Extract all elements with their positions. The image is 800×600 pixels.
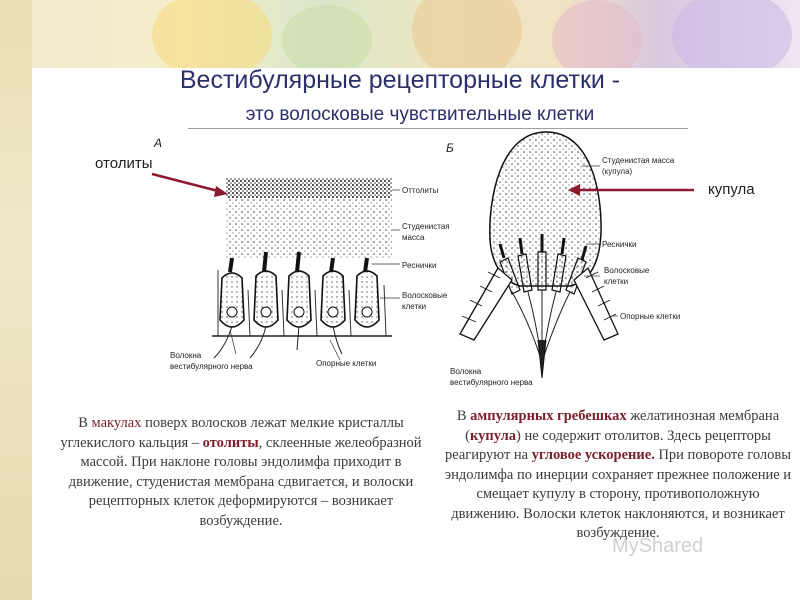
callout-cupula: купула [708,181,755,198]
slide-title: Вестибулярные рецепторные клетки - [179,66,621,94]
wall-right-lines [585,271,617,321]
support-wall-left [459,266,513,341]
label-otolith: Оттолиты [402,186,439,195]
hair-cell [286,251,312,328]
label-hair-b-1: Волосковые [604,266,650,275]
label-cupula-1: Студенистая масса [602,156,675,165]
label-gel-2: масса [402,233,425,242]
text-right-part: желатинозная мембрана ( [465,408,780,444]
support-wall-right [573,266,619,341]
label-hair-b-2: клетки [604,277,628,286]
label-nerve-a-1: Волокна [170,351,202,360]
hair-cell [219,257,245,328]
hair-cell [354,257,380,328]
text-maculae: В макулах поверх волосков лежат мелкие к… [52,414,430,531]
leader-lines-b [582,165,618,317]
gelatinous-layer [226,198,392,258]
term-otoliths: отолиты [202,434,259,451]
text-left-part: , склеенные желеобразной массой. При нак… [68,434,422,529]
hair-cell [320,257,346,328]
otolith-layer [226,178,392,198]
slide-subtitle: это волосковые чувствительные клетки [245,104,595,125]
text-right-part: ) не содержит отолитов. Здесь рецепторы … [444,427,771,464]
nerve-fibers-a [213,325,343,359]
nerve-fibers-b [511,290,571,357]
text-cristae: В ампулярных гребешках желатинозная мемб… [442,407,794,544]
hair-cells-a [219,251,380,328]
callout-otolith: отолиты [95,155,153,172]
left-decor-band [0,0,32,600]
label-support-a: Опорные клетки [316,359,376,368]
title-underline [188,128,688,129]
label-nerve-b-1: Волокна [450,367,482,376]
leader-lines-a [229,189,400,361]
text-right-part: В [456,408,471,424]
text-left-part: поверх волосков лежат мелкие кристаллы у… [60,415,404,451]
diagram-a: А [153,136,450,371]
hair-cell [253,251,279,328]
diagram-b: Б Студенистая масса [446,131,680,387]
text-left-part: В [78,415,92,431]
term-angular-acceleration: угловое ускорение. [531,447,655,463]
term-maculae: макулах [91,415,142,431]
arrow-cupula [568,184,694,196]
wall-left-lines [461,271,501,323]
label-hair-a-1: Волосковые [402,291,448,300]
label-support-b: Опорные клетки [620,312,680,321]
label-cilia-b: Реснички [602,240,636,249]
text-right-part: При повороте головы эндолимфа по инерции… [444,447,792,541]
label-gel-1: Студенистая [402,222,450,231]
arrow-otolith [151,172,228,197]
term-cupula: купула [469,427,516,444]
term-ampullary-crests: ампулярных гребешках [470,408,627,424]
diagram-b-letter: Б [446,141,454,155]
label-cilia-a: Реснички [402,261,436,270]
watermark: MyShared [612,535,704,557]
label-nerve-b-2: вестибулярного нерва [450,378,533,387]
label-nerve-a-2: вестибулярного нерва [170,362,253,371]
header-banner [32,0,800,68]
label-hair-a-2: клетки [402,302,426,311]
label-cupula-2: (купула) [602,167,633,176]
hair-cells-b [498,234,588,295]
diagram-a-letter: А [153,136,162,150]
support-cells-a [217,270,387,337]
nerve-bundle [537,339,547,379]
